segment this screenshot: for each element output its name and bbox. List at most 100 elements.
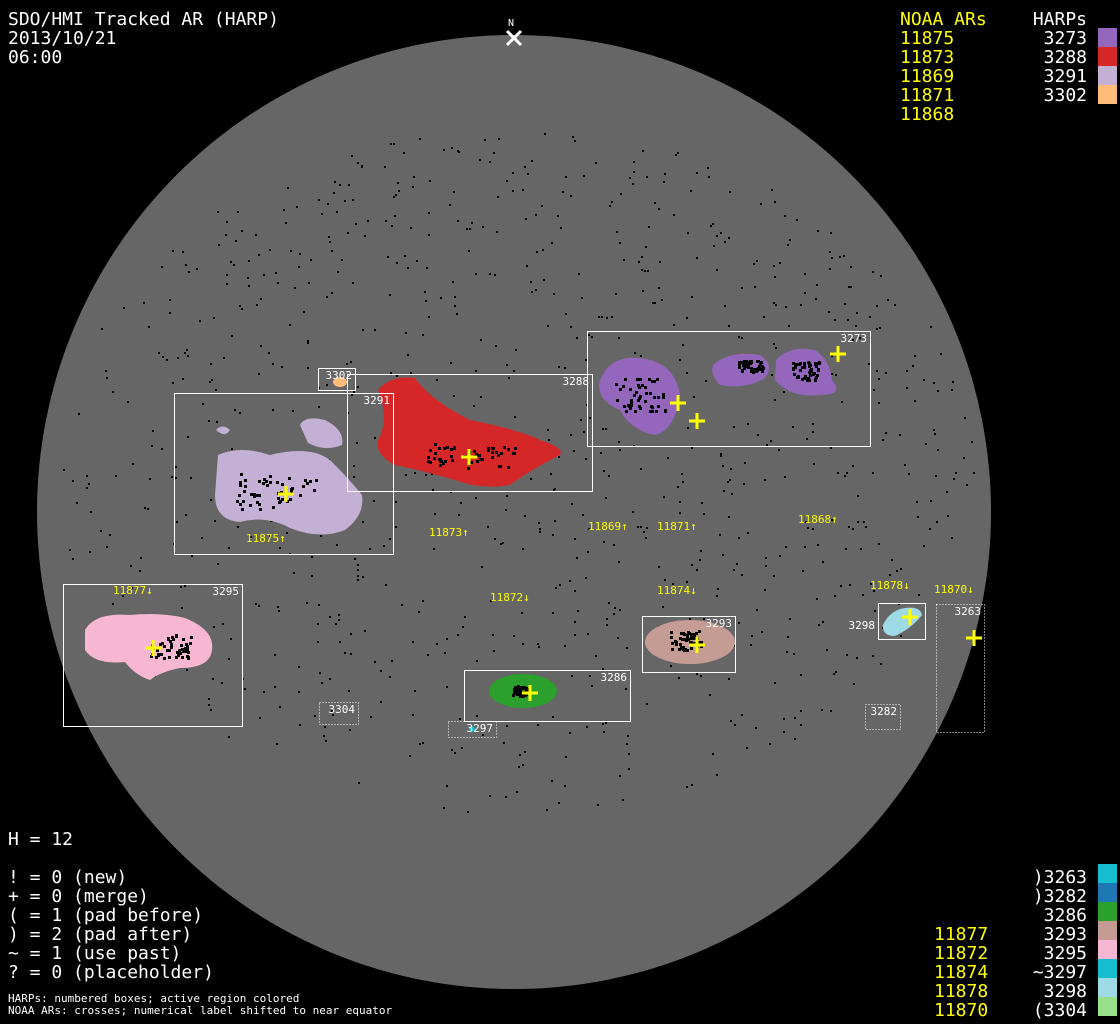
harp-box-3298: 3298 — [849, 603, 926, 640]
harp-box-label: 3295 — [213, 585, 240, 598]
status-count-line: ~ = 1 (use past) — [8, 943, 182, 964]
noaa-cross-icon — [145, 640, 161, 656]
harp-legend-item: (3304 — [1032, 1000, 1087, 1021]
noaa-legend-item: 11871 — [900, 85, 955, 106]
noaa-cross-icon — [278, 486, 294, 502]
harp-legend-item: 3286 — [1043, 905, 1087, 926]
harp-color-swatch — [1098, 997, 1117, 1016]
noaa-legend-item: 11874 — [934, 962, 989, 983]
status-count-line: + = 0 (merge) — [8, 886, 149, 907]
noaa-legend-item: 11872 — [934, 943, 989, 964]
harp-legend-item: )3282 — [1032, 886, 1087, 907]
noaa-label: 11872↓ — [490, 591, 530, 604]
noaa-cross-icon — [670, 395, 686, 411]
harp-color-swatch — [1098, 47, 1117, 66]
harp-box-label: 3288 — [563, 375, 590, 388]
harp-color-swatch — [1098, 978, 1117, 997]
harp-legend-item: 3273 — [1043, 28, 1087, 49]
harp-color-swatch — [1098, 66, 1117, 85]
harp-box-3291: 3291 — [174, 393, 394, 555]
noaa-label: 11868↑ — [798, 513, 838, 526]
note-harps: HARPs: numbered boxes; active region col… — [8, 992, 300, 1005]
noaa-legend-item: 11869 — [900, 66, 955, 87]
harp-box-label: 3293 — [706, 617, 733, 630]
noaa-cross-icon — [902, 609, 918, 625]
harp-color-swatch — [1098, 902, 1117, 921]
noaa-legend-item: 11877 — [934, 924, 989, 945]
harp-box-label: 3263 — [955, 605, 982, 618]
date: 2013/10/21 — [8, 28, 117, 49]
status-count-line: ( = 1 (pad before) — [8, 905, 204, 926]
harp-box-3263: 3263 — [936, 604, 985, 733]
solar-disk — [37, 35, 991, 989]
noaa-cross-icon — [522, 685, 538, 701]
noaa-label: 11877↓ — [113, 584, 153, 597]
harp-color-swatch — [1098, 921, 1117, 940]
noaa-cross-icon — [966, 630, 982, 646]
noaa-cross-icon — [461, 449, 477, 465]
region-3273 — [599, 348, 837, 435]
region-3298 — [882, 607, 922, 636]
harp-box-3297: 3297 — [448, 721, 497, 738]
harp-legend-item: 3298 — [1043, 981, 1087, 1002]
harp-legend-item: )3263 — [1032, 867, 1087, 888]
harp-box-label: 3304 — [329, 703, 356, 716]
note-noaa: NOAA ARs: crosses; numerical label shift… — [8, 1004, 393, 1017]
noaa-cross-icon — [689, 637, 705, 653]
harp-legend-item: 3293 — [1043, 924, 1087, 945]
harp-color-swatch — [1098, 28, 1117, 47]
harp-box-label: 3286 — [601, 671, 628, 684]
noaa-label: 11875↑ — [246, 532, 286, 545]
harp-color-swatch — [1098, 959, 1117, 978]
noaa-labels: 11875↑ 11873↑ 11869↑ 11871↑ 11868↑ 11877↓ 1187… — [113, 513, 974, 604]
harp-color-swatch — [1098, 864, 1117, 883]
harp-color-swatch — [1098, 940, 1117, 959]
status-count-line: ? = 0 (placeholder) — [8, 962, 214, 983]
harp-box-3302: 3302 — [318, 368, 356, 391]
status-count-line: ) = 2 (pad after) — [8, 924, 193, 945]
region-3302 — [333, 377, 347, 387]
region-3297 — [469, 726, 475, 732]
harp-box-3282: 3282 — [865, 704, 901, 730]
noaa-cross-icon — [689, 413, 705, 429]
noaa-header: NOAA ARs — [900, 9, 987, 30]
harp-box-3288: 3288 — [347, 374, 593, 492]
harp-box-3273: 3273 — [587, 331, 871, 447]
noaa-legend-item: 11873 — [900, 47, 955, 68]
harp-legend-item: 3302 — [1043, 85, 1087, 106]
harp-box-3286: 3286 — [464, 670, 631, 722]
noaa-legend-item: 11870 — [934, 1000, 989, 1021]
plot-title: SDO/HMI Tracked AR (HARP) — [8, 9, 279, 30]
harp-legend-item: 3291 — [1043, 66, 1087, 87]
north-marker-icon — [505, 29, 523, 47]
harp-color-swatch — [1098, 883, 1117, 902]
region-3288 — [377, 377, 561, 487]
noaa-label: 11878↓ — [870, 579, 910, 592]
noaa-crosses — [145, 346, 982, 701]
noaa-legend-item: 11868 — [900, 104, 955, 125]
harp-color-swatch — [1098, 85, 1117, 104]
time: 06:00 — [8, 47, 63, 68]
harp-legend-item: ~3297 — [1032, 962, 1087, 983]
noaa-legend-item: 11875 — [900, 28, 955, 49]
harp-legend-item: 3288 — [1043, 47, 1087, 68]
harp-box-label: 3291 — [364, 394, 391, 407]
noaa-legend-item: 11878 — [934, 981, 989, 1002]
noaa-label: 11874↓ — [657, 584, 697, 597]
harp-box-label: 3282 — [871, 705, 898, 718]
noaa-label: 11870↓ — [934, 583, 974, 596]
noaa-label: 11869↑ — [588, 520, 628, 533]
noaa-label: 11871↑ — [657, 520, 697, 533]
harp-box-3304: 3304 — [319, 702, 359, 725]
harp-box-label: 3297 — [467, 722, 494, 735]
harp-box-label: 3298 — [849, 619, 876, 632]
harp-box-3295: 3295 — [63, 584, 243, 727]
harp-legend-item: 3295 — [1043, 943, 1087, 964]
h-count: H = 12 — [8, 829, 74, 850]
status-count-line: ! = 0 (new) — [8, 867, 128, 888]
noaa-label: 11873↑ — [429, 526, 469, 539]
north-label: N — [508, 18, 514, 29]
harp-box-3293: 3293 — [642, 616, 736, 673]
